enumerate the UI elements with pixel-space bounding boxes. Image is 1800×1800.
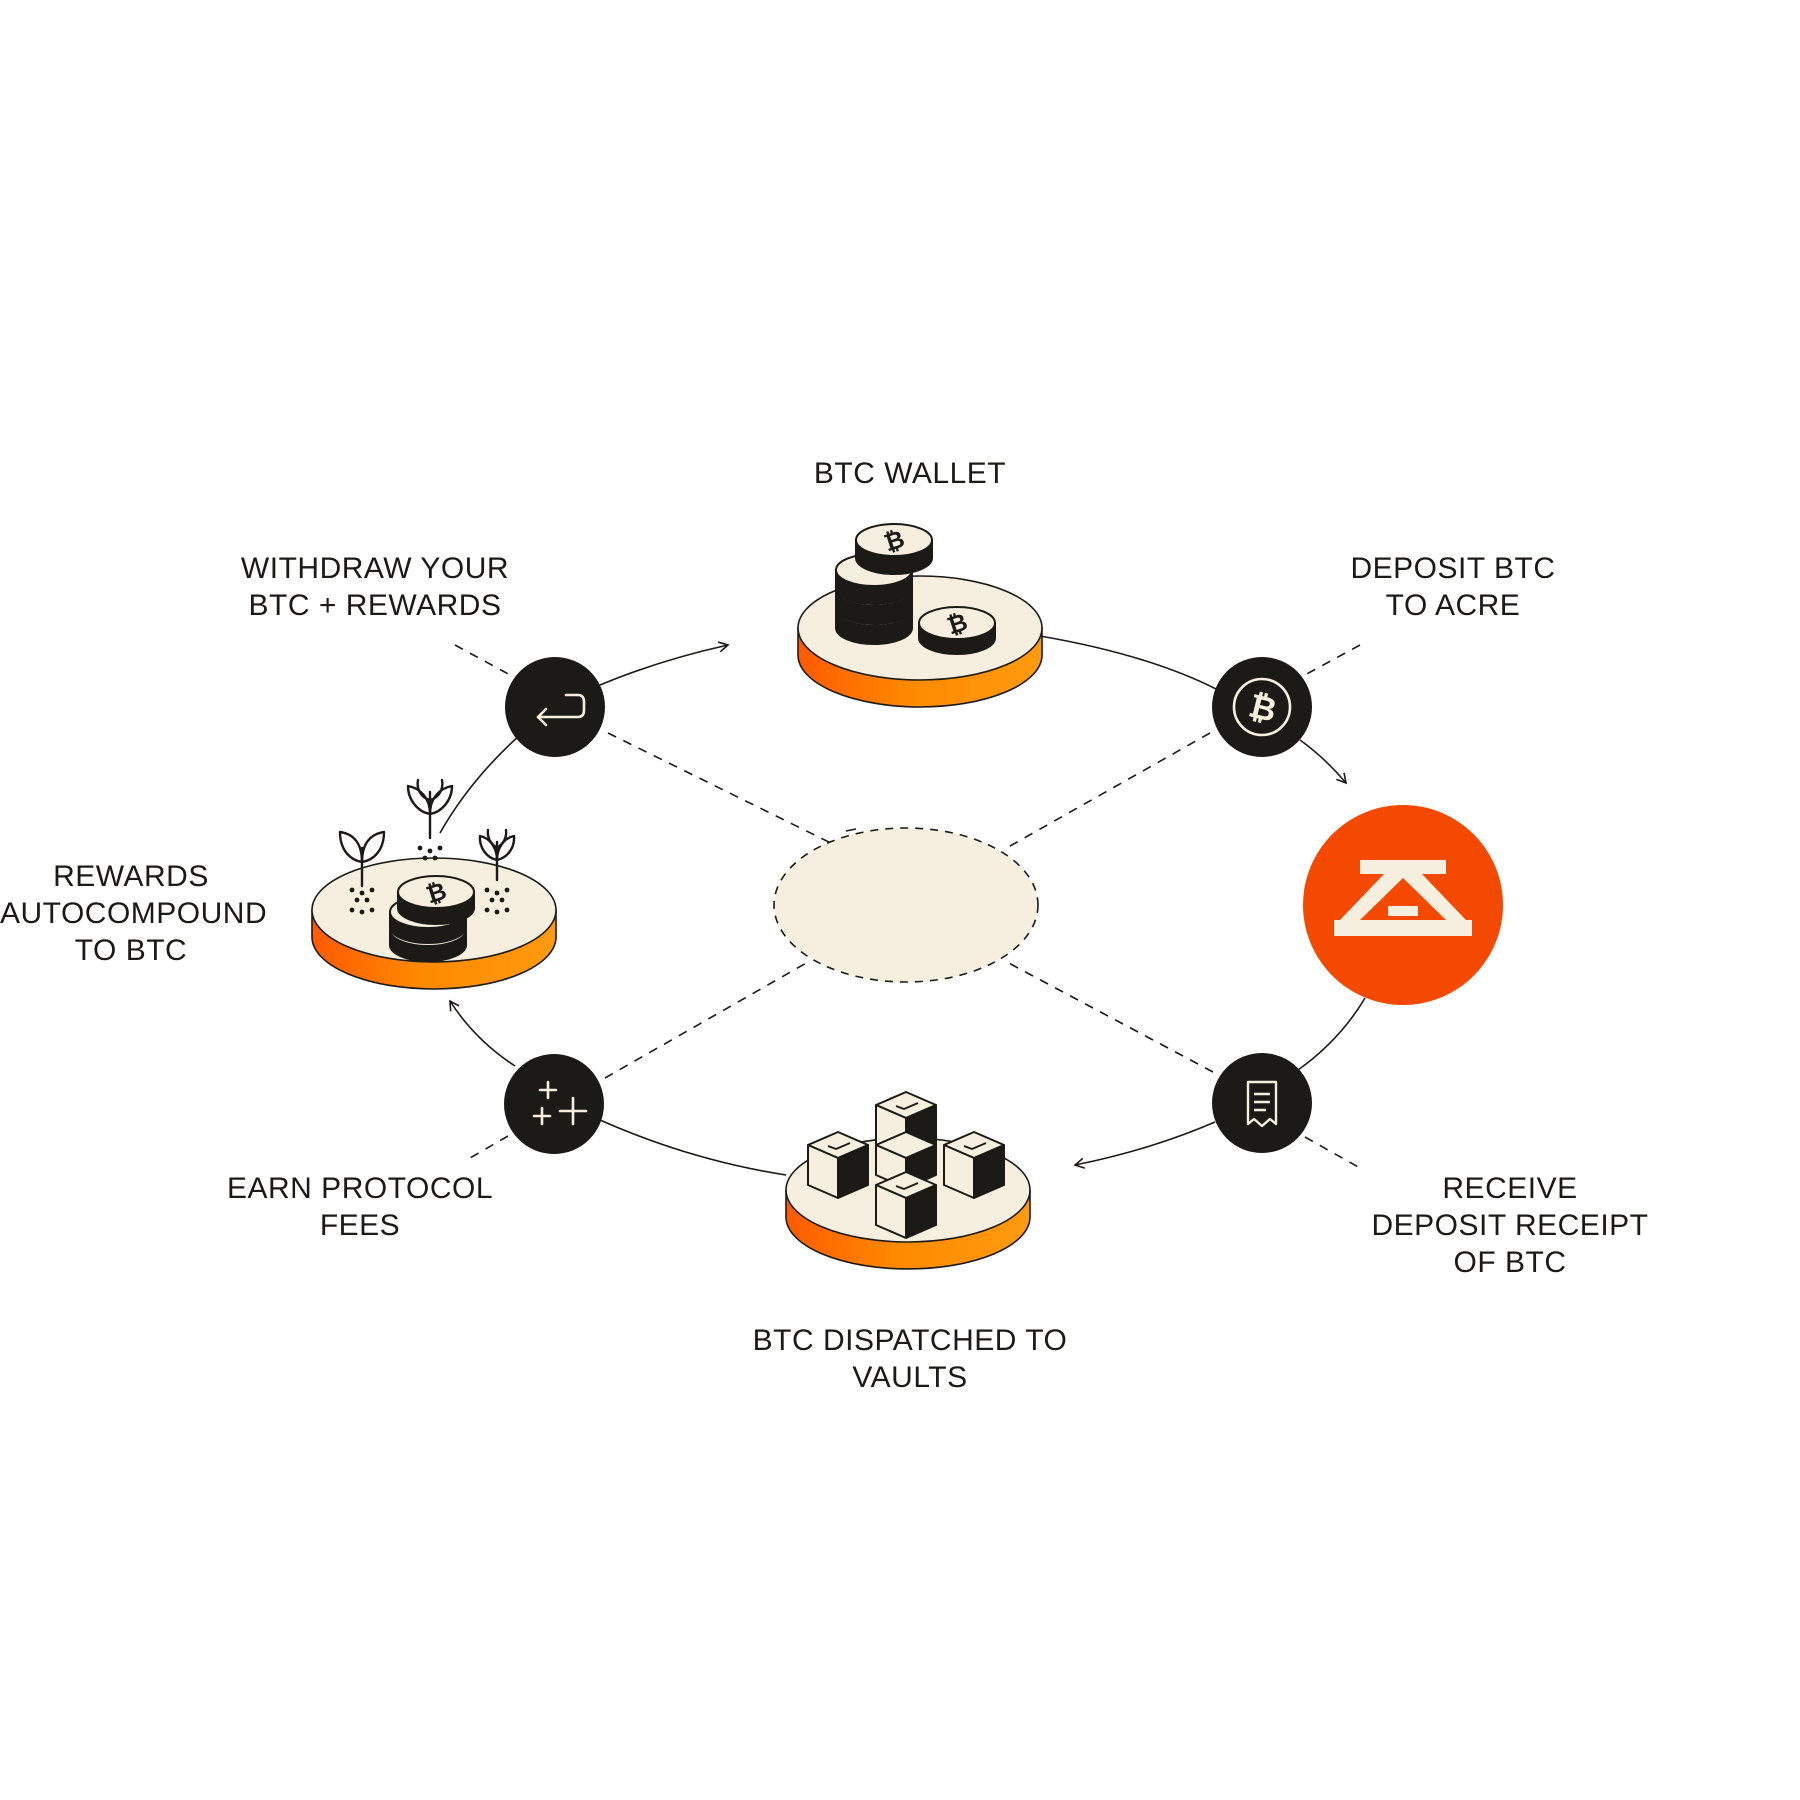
return-arrow-icon (536, 693, 586, 727)
center-hub (773, 827, 1039, 983)
seed-dots (349, 845, 510, 915)
reward-coins-icon: ₿ (389, 875, 475, 962)
arc-withdraw-to-wallet (599, 641, 730, 686)
arc-brand-to-receipt (1297, 997, 1366, 1071)
label-receipt: RECEIVE DEPOSIT RECEIPT OF BTC (1371, 1172, 1649, 1279)
dashed-connectors (454, 644, 1361, 1169)
center-hub-tick (845, 828, 857, 832)
receipt-icon (1246, 1080, 1278, 1128)
coin-stack-icon: ₿ (835, 523, 933, 645)
spoke-deposit (1002, 732, 1211, 851)
step-deposit[interactable]: ₿ (1212, 657, 1312, 757)
label-deposit: DEPOSIT BTC TO ACRE (1350, 552, 1556, 622)
arc-rewards-to-withdraw (439, 734, 521, 834)
platform-btc-wallet: ₿ ₿ (797, 523, 1043, 708)
sprout-icon (338, 778, 516, 888)
spoke-receipt (1002, 959, 1214, 1073)
step-earn[interactable] (504, 1054, 604, 1154)
spoke-withdraw (607, 732, 846, 851)
label-rewards: REWARDS AUTOCOMPOUND TO BTC (0, 860, 268, 967)
step-receipt[interactable] (1212, 1053, 1312, 1153)
label-earn: EARN PROTOCOL FEES (227, 1172, 493, 1242)
spoke-withdraw-label (454, 644, 513, 677)
spoke-earn (604, 961, 809, 1079)
arc-wallet-to-deposit (1039, 635, 1219, 691)
flow-arcs (439, 635, 1366, 1176)
spoke-deposit-label (1302, 644, 1361, 677)
arc-receipt-to-vaults (1073, 1121, 1216, 1169)
label-dispatched: BTC DISPATCHED TO VAULTS (752, 1324, 1068, 1394)
label-btc-wallet: BTC WALLET (813, 457, 1007, 490)
arc-deposit-to-brand (1299, 739, 1348, 785)
platform-vaults (785, 1091, 1031, 1270)
bitcoin-icon (1232, 677, 1292, 737)
platform-rewards: ₿ (311, 778, 557, 990)
step-withdraw[interactable] (505, 657, 605, 757)
sparkle-plus-icon (532, 1080, 588, 1126)
arc-earn-to-rewards (449, 999, 516, 1067)
coin-single-icon: ₿ (918, 606, 996, 655)
spoke-receipt-label (1304, 1136, 1361, 1169)
spoke-earn-label (469, 1135, 509, 1159)
arc-vaults-to-earn (599, 1119, 787, 1176)
acre-logo-icon (1334, 860, 1472, 936)
vault-cubes-icon (807, 1091, 1005, 1239)
acre-brand-circle (1303, 805, 1503, 1005)
label-withdraw: WITHDRAW YOUR BTC + REWARDS (240, 552, 510, 622)
